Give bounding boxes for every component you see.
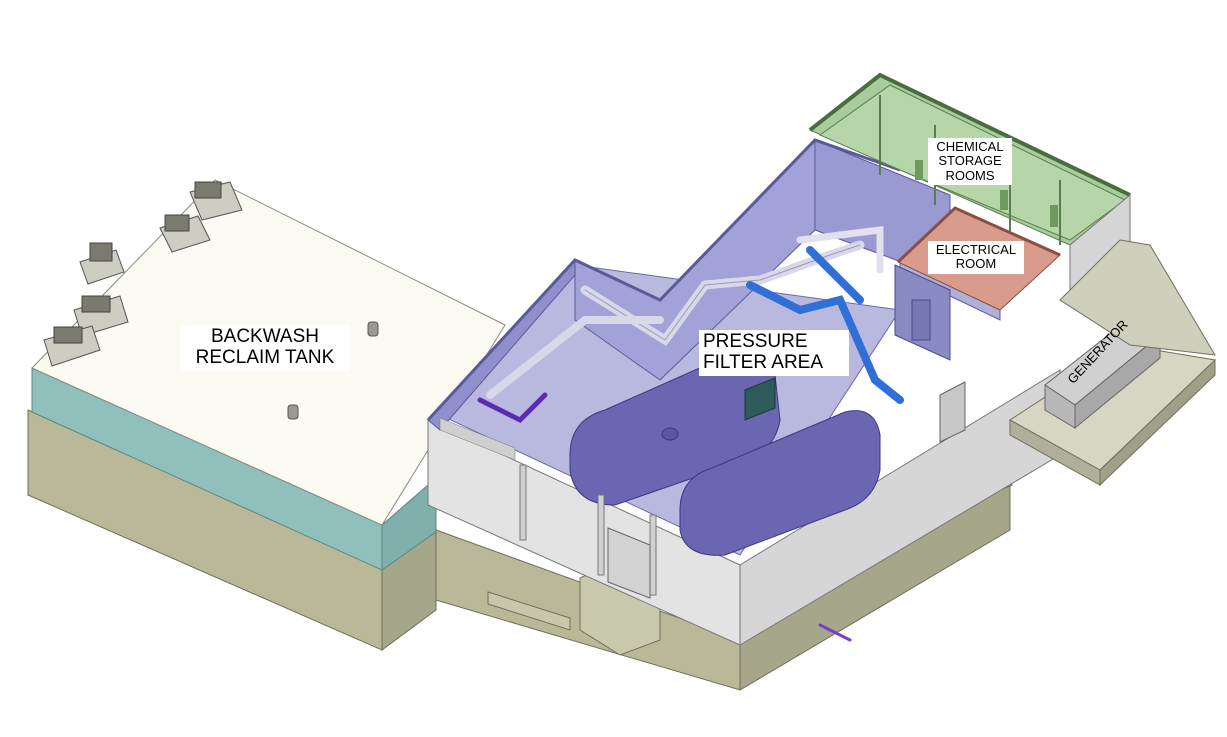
- front-door: [607, 527, 651, 599]
- roof-hatch-units: [43, 181, 243, 367]
- side-door: [939, 381, 966, 443]
- generator-pad: [1009, 239, 1217, 487]
- building-foundation: [435, 424, 1013, 691]
- roof-vent-pipes: [287, 321, 379, 420]
- pressure-label-line2: FILTER AREA: [703, 351, 824, 373]
- backwash-reclaim-tank-label: BACKWASH RECLAIM TANK: [180, 325, 350, 371]
- pressure-label-line1: PRESSURE: [703, 331, 808, 352]
- electrical-label-line1: ELECTRICAL: [935, 242, 1017, 257]
- chemical-label-line3: ROOMS: [945, 167, 995, 183]
- backwash-label-line1: BACKWASH: [210, 326, 320, 347]
- electrical-label-line2: ROOM: [955, 256, 997, 272]
- chemical-label-line2: STORAGE: [938, 153, 1002, 169]
- filter-vessels: [569, 348, 881, 556]
- building-sign: [439, 417, 516, 461]
- electrical-room-label: ELECTRICAL ROOM: [928, 241, 1024, 274]
- chemical-label-line1: CHEMICAL: [936, 139, 1004, 154]
- pressure-filter-area-label: PRESSURE FILTER AREA: [699, 330, 849, 376]
- chemical-storage-rooms-label: CHEMICAL STORAGE ROOMS: [928, 138, 1012, 185]
- backwash-label-line2: RECLAIM TANK: [195, 346, 335, 368]
- control-cabinet: [744, 377, 776, 421]
- process-piping: [477, 226, 904, 642]
- entry-steps: [487, 591, 571, 631]
